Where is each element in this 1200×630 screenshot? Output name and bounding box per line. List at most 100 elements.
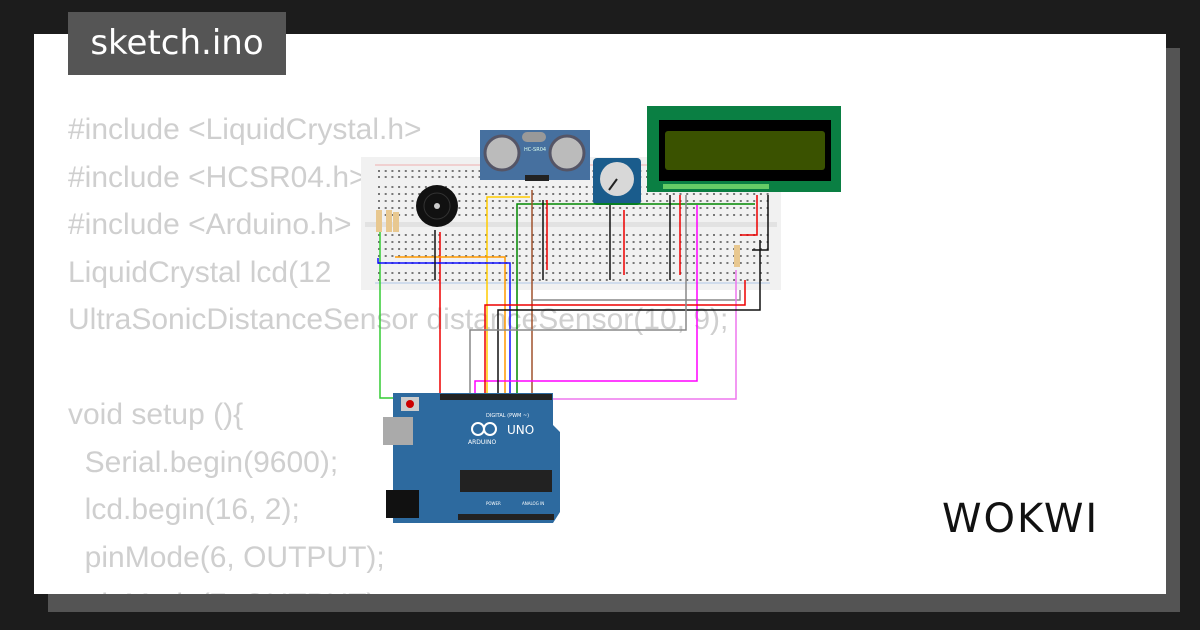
breadboard-hole [713, 262, 715, 264]
breadboard-hole [398, 234, 401, 236]
breadboard-hole [572, 186, 575, 188]
breadboard-hole [485, 272, 488, 274]
breadboard-hole [532, 272, 535, 274]
breadboard-hole [672, 248, 675, 250]
breadboard-hole [431, 170, 434, 172]
breadboard-hole [579, 193, 581, 195]
breadboard-hole [384, 241, 387, 243]
breadboard-hole [612, 248, 615, 250]
breadboard-hole [451, 234, 454, 236]
breadboard-hole [465, 193, 468, 195]
breadboard-hole [445, 170, 447, 172]
breadboard-hole [619, 234, 622, 236]
breadboard-hole [713, 255, 715, 257]
breadboard-hole [391, 207, 394, 209]
breadboard-hole [699, 255, 702, 257]
breadboard-hole [505, 214, 508, 216]
breadboard-hole [471, 248, 474, 250]
breadboard-hole [726, 200, 729, 202]
breadboard-hole [525, 272, 528, 274]
breadboard-hole [445, 186, 447, 188]
breadboard-hole [485, 248, 488, 250]
breadboard-hole [592, 241, 595, 243]
board-brand: ARDUINO [468, 439, 497, 446]
breadboard-hole [458, 170, 461, 172]
breadboard-hole [592, 207, 595, 209]
breadboard-hole [465, 248, 468, 250]
breadboard-hole [384, 234, 387, 236]
breadboard-hole [411, 200, 414, 202]
breadboard-hole [706, 193, 709, 195]
preview-card: #include <LiquidCrystal.h>#include <HCSR… [34, 34, 1166, 594]
code-line: pinMode(7, OUTPUT); [68, 581, 728, 594]
breadboard-hole [666, 214, 669, 216]
breadboard-hole [753, 272, 756, 274]
breadboard-hole [498, 214, 501, 216]
breadboard-hole [706, 234, 709, 236]
breadboard-hole [753, 248, 756, 250]
breadboard-hole [378, 200, 380, 202]
breadboard-hole [759, 241, 762, 243]
breadboard-hole [759, 279, 762, 281]
breadboard-hole [706, 272, 709, 274]
breadboard-hole [746, 193, 749, 195]
breadboard-hole [471, 200, 474, 202]
breadboard-hole [733, 272, 736, 274]
breadboard-hole [646, 262, 648, 264]
breadboard-hole [672, 262, 675, 264]
breadboard-hole [398, 186, 401, 188]
breadboard-hole [625, 248, 628, 250]
breadboard-hole [552, 248, 555, 250]
breadboard-hole [538, 214, 541, 216]
breadboard-hole [652, 193, 655, 195]
breadboard-hole [451, 176, 454, 178]
breadboard-hole [612, 234, 615, 236]
breadboard-hole [552, 214, 555, 216]
breadboard-hole [572, 234, 575, 236]
arduino-uno: DIGITAL (PWM ~) UNO ARDUINO POWER ANALOG… [383, 393, 560, 523]
breadboard-hole [572, 248, 575, 250]
breadboard-hole [666, 200, 669, 202]
breadboard-hole [759, 207, 762, 209]
breadboard-hole [565, 193, 568, 195]
breadboard-hole [659, 262, 662, 264]
breadboard-hole [558, 200, 561, 202]
breadboard-hole [619, 279, 622, 281]
breadboard-hole [525, 186, 528, 188]
breadboard-hole [491, 186, 494, 188]
breadboard-hole [491, 248, 494, 250]
breadboard-hole [733, 200, 736, 202]
breadboard-hole [391, 186, 394, 188]
breadboard-hole [518, 262, 521, 264]
breadboard-hole [438, 176, 441, 178]
breadboard-hole [498, 193, 501, 195]
breadboard-hole [424, 241, 427, 243]
breadboard-hole [418, 176, 421, 178]
breadboard-hole [384, 176, 387, 178]
breadboard-hole [652, 207, 655, 209]
breadboard-hole [719, 255, 722, 257]
breadboard-hole [471, 207, 474, 209]
breadboard-hole [753, 207, 756, 209]
breadboard-hole [639, 207, 642, 209]
breadboard-hole [719, 193, 722, 195]
breadboard-hole [558, 279, 561, 281]
breadboard-hole [746, 255, 749, 257]
breadboard-hole [592, 255, 595, 257]
breadboard-hole [746, 262, 749, 264]
breadboard-hole [579, 200, 581, 202]
breadboard-hole [398, 279, 401, 281]
breadboard-hole [478, 207, 481, 209]
breadboard-hole [391, 241, 394, 243]
breadboard-hole [739, 214, 742, 216]
breadboard-hole [659, 241, 662, 243]
breadboard-hole [632, 255, 635, 257]
breadboard-hole [726, 248, 729, 250]
breadboard-hole [739, 272, 742, 274]
breadboard-hole [445, 248, 447, 250]
breadboard-hole [726, 279, 729, 281]
breadboard-hole [465, 234, 468, 236]
breadboard-hole [672, 234, 675, 236]
breadboard-hole [739, 241, 742, 243]
